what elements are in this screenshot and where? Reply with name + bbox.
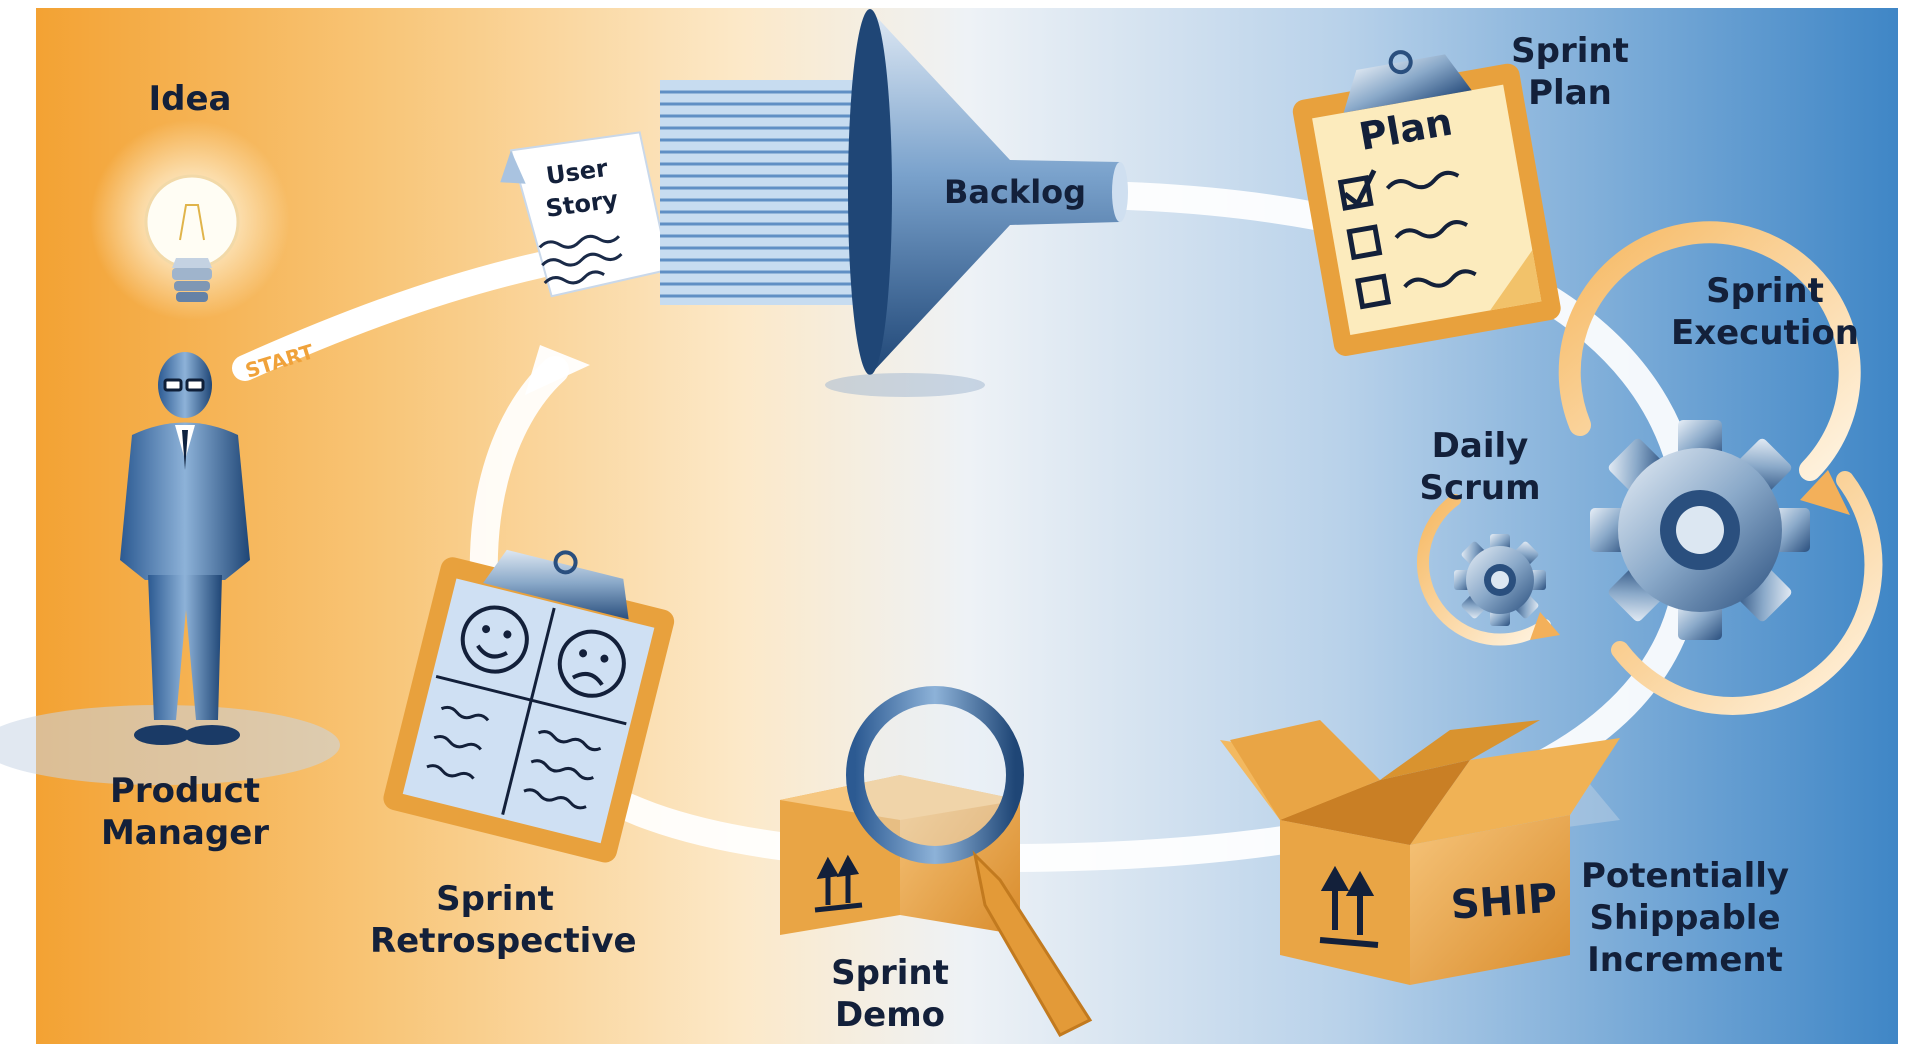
ship-label: SHIP [1449, 875, 1558, 928]
box-icon [1220, 720, 1620, 985]
person-icon [120, 352, 250, 745]
cycle-arrowhead [525, 345, 590, 395]
backlog-label: Backlog [944, 173, 1086, 211]
funnel-icon [825, 9, 1128, 397]
gear-icon [1590, 420, 1810, 640]
lightbulb-icon [90, 120, 290, 320]
idea-label: Idea [148, 79, 232, 119]
clipboard-icon [383, 549, 675, 863]
start-path [232, 252, 553, 381]
magnifier-icon [846, 686, 1093, 1037]
execution-swirl [1558, 221, 1883, 715]
paper-stack-icon [660, 80, 875, 305]
clipboard-icon [1292, 50, 1561, 356]
ground-shadow [0, 705, 340, 785]
gear-icon [1454, 534, 1546, 626]
daily-swirl [1417, 494, 1560, 646]
